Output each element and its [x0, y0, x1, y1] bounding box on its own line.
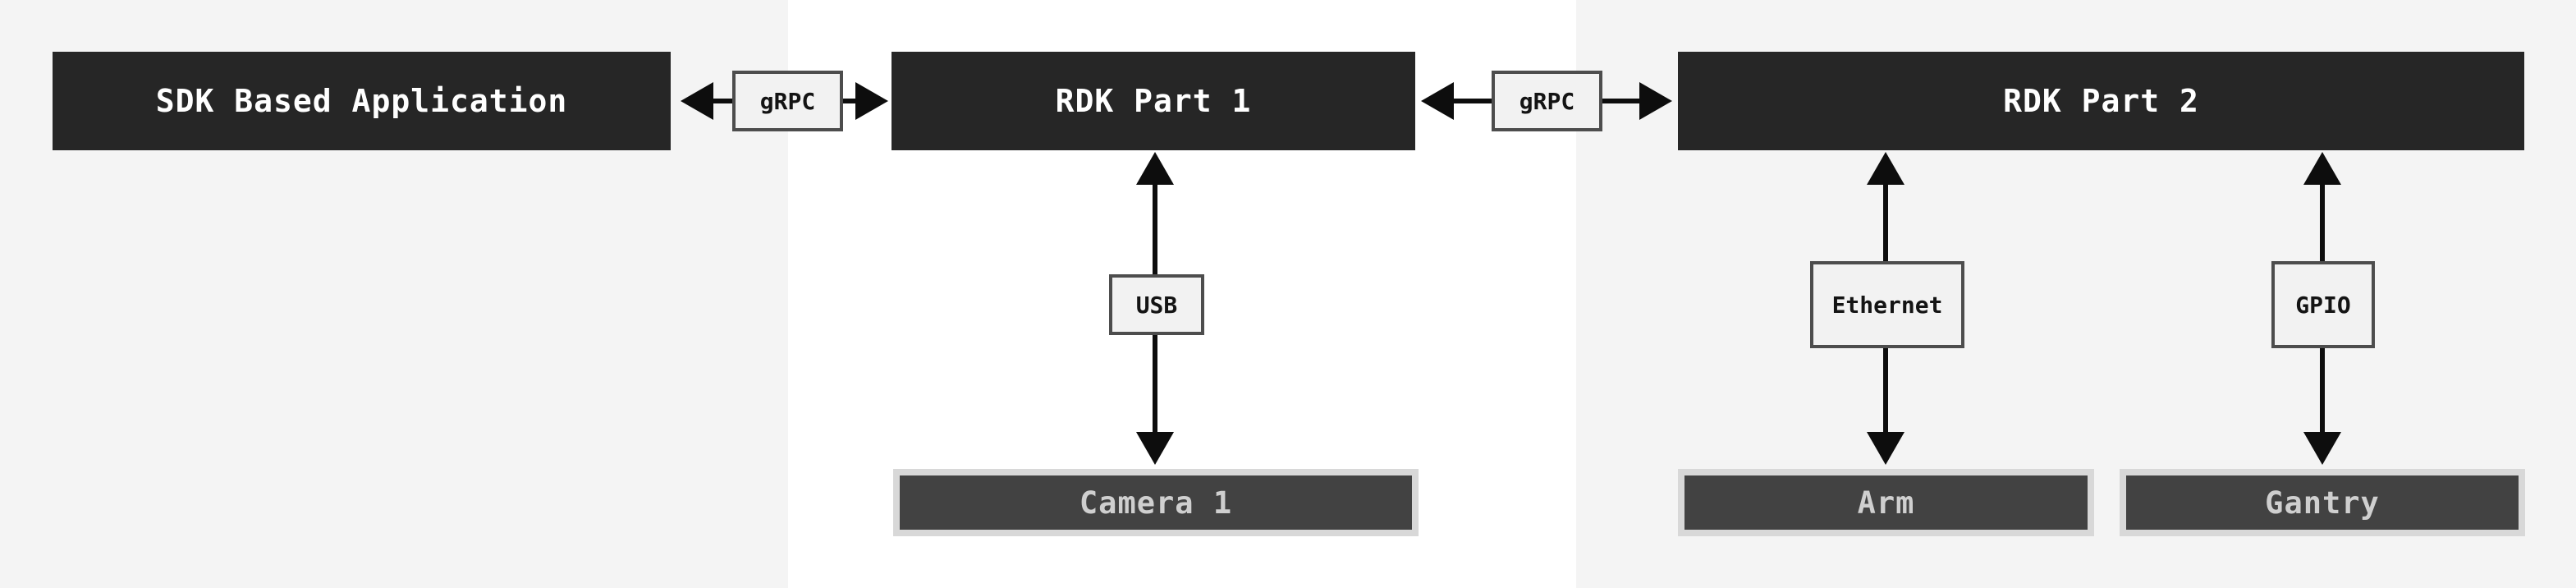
node-gantry: Gantry [2120, 469, 2525, 536]
connector-label-grpc-right: gRPC [1492, 71, 1602, 131]
node-arm-label: Arm [1857, 485, 1915, 521]
connector-label-ethernet: Ethernet [1810, 261, 1964, 348]
node-camera-1: Camera 1 [893, 469, 1419, 536]
connector-label-grpc-left-text: gRPC [759, 87, 816, 115]
connector-label-grpc-left: gRPC [732, 71, 843, 131]
connector-label-gpio: GPIO [2271, 261, 2375, 348]
node-gantry-label: Gantry [2265, 485, 2380, 521]
connector-label-usb: USB [1109, 274, 1204, 335]
node-sdk-based-application-label: SDK Based Application [155, 83, 568, 119]
node-rdk-part-2-label: RDK Part 2 [2003, 83, 2199, 119]
node-rdk-part-1: RDK Part 1 [892, 52, 1415, 150]
node-camera-1-label: Camera 1 [1079, 485, 1233, 521]
connector-label-usb-text: USB [1135, 291, 1178, 319]
node-arm: Arm [1678, 469, 2094, 536]
node-rdk-part-1-label: RDK Part 1 [1055, 83, 1252, 119]
node-sdk-based-application: SDK Based Application [53, 52, 671, 150]
connector-label-gpio-text: GPIO [2295, 291, 2351, 319]
connector-label-ethernet-text: Ethernet [1831, 291, 1943, 319]
node-rdk-part-2: RDK Part 2 [1678, 52, 2524, 150]
connector-label-grpc-right-text: gRPC [1519, 87, 1575, 115]
